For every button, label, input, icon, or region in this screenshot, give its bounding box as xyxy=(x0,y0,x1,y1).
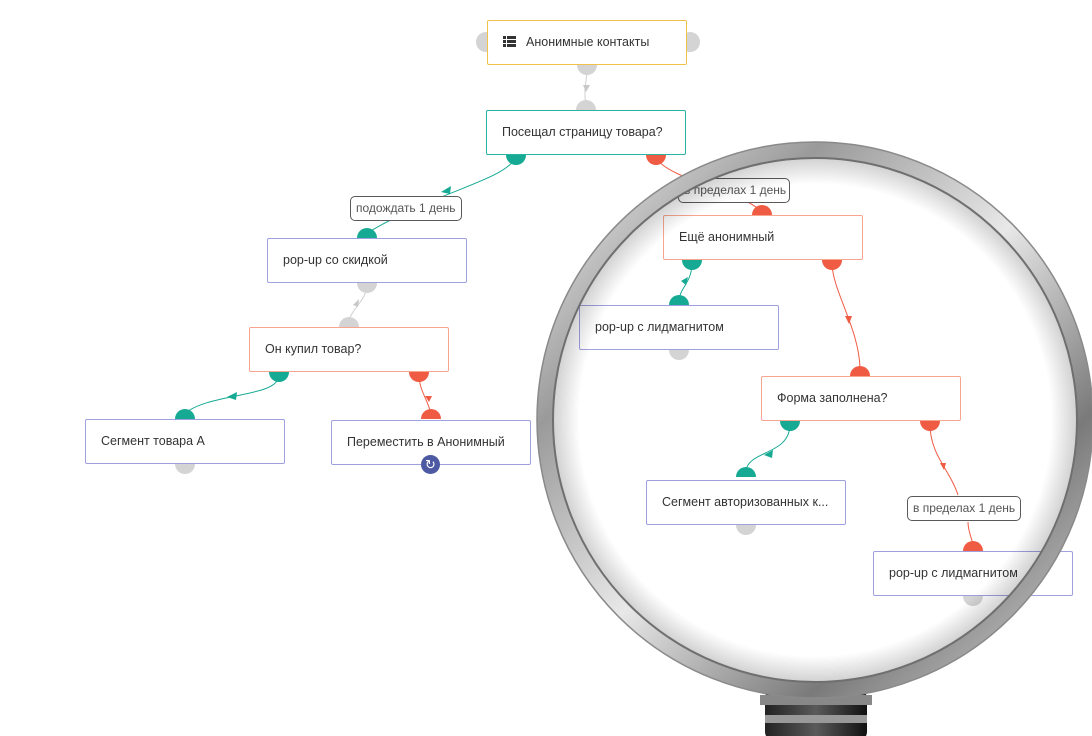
node-label: Посещал страницу товара? xyxy=(502,126,663,139)
node-label: Сегмент авторизованных к... xyxy=(662,496,829,509)
node-input-port[interactable] xyxy=(421,409,441,419)
edge-arrow xyxy=(425,396,432,402)
yes-output-port[interactable] xyxy=(506,155,526,165)
edge-arrow xyxy=(441,186,451,194)
node-form-filled[interactable]: Форма заполнена? xyxy=(761,376,961,421)
list-icon xyxy=(503,35,516,50)
node-label: pop-up с лидмагнитом xyxy=(889,567,1018,580)
node-label: pop-up со скидкой xyxy=(283,254,388,267)
node-visited-product-page[interactable]: Посещал страницу товара? xyxy=(486,110,686,155)
edge-form-yes xyxy=(745,423,791,471)
edge-arrow xyxy=(353,299,359,307)
node-segment-product-a[interactable]: Сегмент товара А xyxy=(85,419,285,464)
node-popup-discount[interactable]: pop-up со скидкой xyxy=(267,238,467,283)
node-input-port[interactable] xyxy=(339,317,359,327)
edge-arrow xyxy=(845,316,852,324)
edge-label-within[interactable]: в пределах 1 день xyxy=(907,496,1022,521)
node-label: Анонимные контакты xyxy=(526,36,650,49)
node-label: Переместить в Анонимный xyxy=(347,436,505,449)
node-label: Он купил товар? xyxy=(265,343,362,356)
node-label: pop-up с лидмагнитом xyxy=(595,321,724,334)
edge-bought-yes xyxy=(183,374,280,415)
node-bought-product[interactable]: Он купил товар? xyxy=(249,327,449,372)
node-output-port[interactable] xyxy=(175,464,195,474)
node-anonymous-contacts[interactable]: Анонимные контакты xyxy=(487,20,687,65)
node-output-port[interactable] xyxy=(577,65,597,75)
edge-arrow xyxy=(583,85,590,92)
node-label: Форма заполнена? xyxy=(777,392,888,405)
node-input-port[interactable] xyxy=(576,100,596,110)
node-label: Сегмент товара А xyxy=(101,435,205,448)
node-popup-leadmagnet-1[interactable]: pop-up с лидмагнитом xyxy=(579,305,779,350)
edge-label-wait[interactable]: подождать 1 день xyxy=(350,196,462,221)
node-popup-leadmagnet-2[interactable]: pop-up с лидмагнитом xyxy=(873,551,1073,596)
no-output-port[interactable] xyxy=(409,372,429,382)
edge-form-no xyxy=(929,423,959,496)
node-output-port[interactable] xyxy=(357,283,377,293)
node-label: Ещё анонимный xyxy=(679,231,775,244)
edge-arrow xyxy=(227,392,237,400)
node-input-port[interactable] xyxy=(175,409,195,419)
node-still-anonymous[interactable]: Ещё анонимный xyxy=(663,215,863,260)
node-segment-authorized[interactable]: Сегмент авторизованных к... xyxy=(646,480,846,525)
node-input-port[interactable] xyxy=(357,228,377,238)
refresh-icon[interactable]: ↻ xyxy=(421,455,440,474)
edge-label-within-hidden[interactable]: в пределах 1 день xyxy=(678,178,790,203)
yes-output-port[interactable] xyxy=(269,372,289,382)
edge-arrow xyxy=(681,277,688,285)
